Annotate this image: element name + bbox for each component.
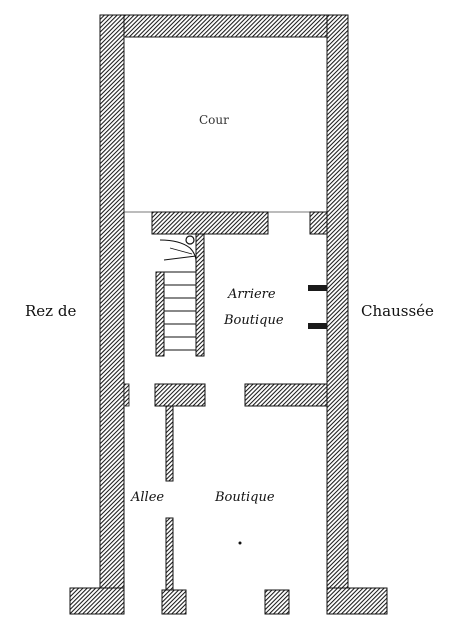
left-footing — [69, 587, 125, 615]
court-back-shop-wall — [151, 211, 328, 235]
partition-wall-upper-left — [151, 211, 269, 235]
newel-post — [185, 235, 195, 245]
room-label-alley: Allee — [130, 490, 164, 505]
niche-lower — [308, 323, 327, 329]
niche-upper — [308, 285, 327, 291]
left-wall — [99, 14, 125, 594]
room-label-court: Cour — [199, 113, 229, 127]
side-label-left: Rez de — [25, 302, 76, 320]
room-label-shop: Boutique — [214, 490, 275, 505]
left-wall-jamb — [123, 383, 130, 407]
outer-walls — [69, 14, 388, 615]
side-label-right: Chaussée — [361, 302, 434, 320]
stair-curve — [159, 239, 197, 263]
stair-treads — [163, 247, 197, 351]
room-label-back-shop-line2: Boutique — [223, 313, 284, 328]
partition-wall-middle-right — [244, 383, 328, 407]
alley-partition-lower — [165, 517, 174, 591]
alley-partition — [165, 405, 174, 591]
wall-niches — [308, 285, 327, 329]
right-footing — [326, 587, 388, 615]
top-wall — [99, 14, 349, 38]
back-shop-shop-wall — [123, 383, 328, 407]
front-piers — [161, 589, 290, 615]
front-pier-left — [161, 589, 187, 615]
alley-partition-upper — [165, 405, 174, 482]
stair-left-stringer — [155, 271, 165, 357]
room-label-back-shop-line1: Arriere — [227, 287, 276, 302]
shop-marker-dot — [238, 541, 242, 545]
stair-right-wall — [195, 233, 205, 357]
stair-enclosure — [155, 233, 205, 357]
front-pier-right — [264, 589, 290, 615]
partition-wall-middle-left — [154, 383, 206, 407]
partition-wall-upper-right — [309, 211, 328, 235]
right-wall — [326, 14, 349, 594]
